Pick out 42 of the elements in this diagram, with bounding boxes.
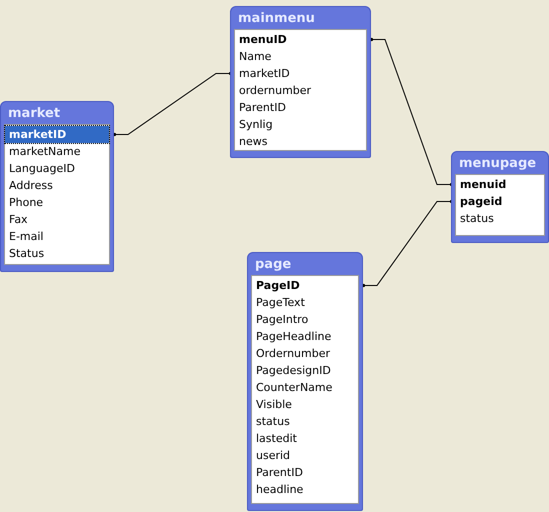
field-name: Synlig bbox=[238, 117, 274, 133]
field-name: status bbox=[459, 211, 495, 227]
field-name: marketName bbox=[8, 144, 82, 160]
field-name: CounterName bbox=[255, 380, 334, 396]
table-window bbox=[0, 101, 114, 272]
relationship-line bbox=[362, 200, 454, 288]
field-name: ParentID bbox=[255, 465, 304, 481]
field-name: ordernumber bbox=[238, 83, 312, 99]
table-title: mainmenu bbox=[237, 10, 316, 28]
key-field: menuid bbox=[456, 176, 544, 193]
field-name: userid bbox=[255, 448, 292, 464]
field-name: lastedit bbox=[255, 431, 298, 447]
field-name: PagedesignID bbox=[255, 363, 332, 379]
field-name: Ordernumber bbox=[255, 346, 331, 362]
field-name: E-mail bbox=[8, 229, 44, 245]
selected-field: marketID bbox=[5, 126, 109, 143]
field-name: PageIntro bbox=[255, 312, 310, 328]
table-window bbox=[247, 252, 363, 511]
field-name: Status bbox=[8, 246, 46, 262]
relationship-line bbox=[112, 72, 232, 136]
field-name: status bbox=[255, 414, 291, 430]
field-name: news bbox=[238, 134, 268, 150]
field-name: Visible bbox=[255, 397, 293, 413]
field-name: LanguageID bbox=[8, 161, 76, 177]
field-name: ParentID bbox=[238, 100, 287, 116]
field-name: headline bbox=[255, 482, 304, 498]
field-name: Name bbox=[238, 49, 272, 65]
table-title: market bbox=[7, 105, 62, 123]
field-name: Address bbox=[8, 178, 54, 194]
key-field: PageID bbox=[252, 277, 358, 294]
field-name: PageHeadline bbox=[255, 329, 332, 345]
table-window bbox=[230, 6, 371, 158]
table-title: page bbox=[254, 256, 292, 274]
field-name: Fax bbox=[8, 212, 29, 228]
key-field: menuID bbox=[235, 31, 366, 48]
key-field: pageid bbox=[456, 193, 544, 210]
table-title: menupage bbox=[458, 155, 538, 173]
field-name: marketID bbox=[238, 66, 291, 82]
table-window bbox=[451, 151, 549, 243]
field-name: PageText bbox=[255, 295, 306, 311]
relationship-line bbox=[370, 38, 454, 186]
field-name: Phone bbox=[8, 195, 44, 211]
